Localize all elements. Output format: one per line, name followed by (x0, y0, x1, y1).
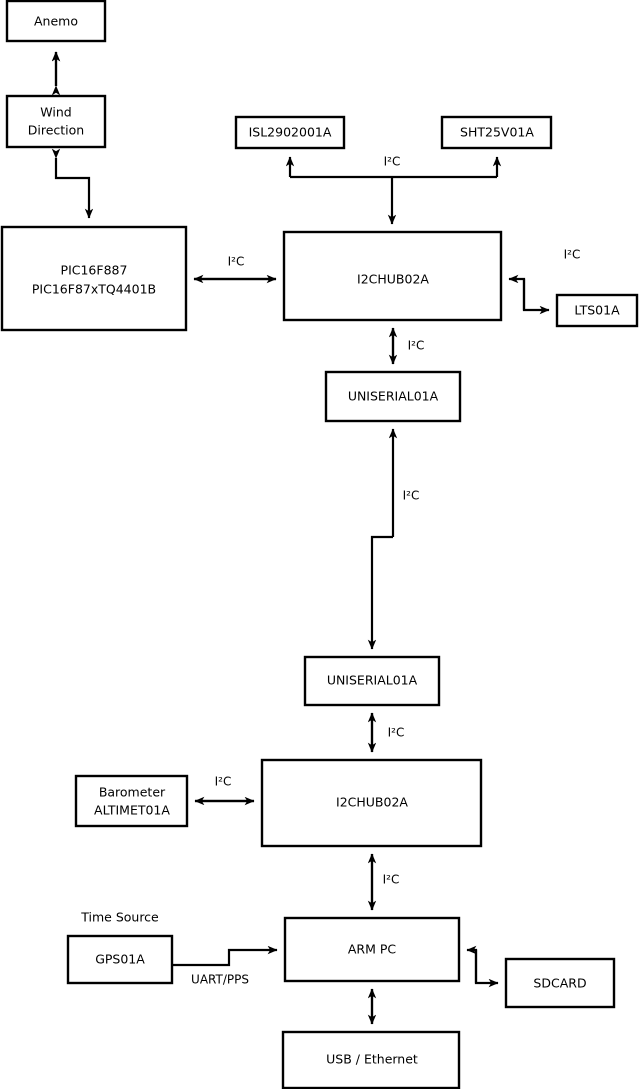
node-uniserial01a-lower-label: UNISERIAL01A (327, 673, 418, 688)
label-time-source: Time Source (80, 910, 159, 925)
node-wind-direction[interactable]: Wind Direction (5, 94, 107, 149)
node-i2chub02a-lower-label: I2CHUB02A (336, 795, 408, 810)
node-anemo-label: Anemo (34, 14, 78, 29)
edge-label-pic-hub: I²C (228, 255, 245, 269)
connection-lts-to-hub1 (508, 274, 526, 310)
node-pic-label-line1: PIC16F887 (61, 263, 128, 278)
connection-hub1-to-lts (522, 279, 550, 315)
edge-label-gps-arm: UART/PPS (191, 973, 249, 987)
node-sht25v01a-label: SHT25V01A (460, 125, 534, 140)
node-gps01a[interactable]: GPS01A (66, 934, 174, 985)
connection-wind-pic (51, 148, 94, 219)
connections-group (51, 51, 550, 1025)
edge-label-uni2-hub2: I²C (388, 726, 405, 740)
connection-gps-armpc (172, 945, 278, 967)
edge-label-hub-uni1: I²C (408, 339, 425, 353)
node-isl2902001a-label: ISL2902001A (249, 125, 332, 140)
connection-armpc-to-sdcard (474, 950, 499, 988)
connection-sdcard-to-armpc (466, 945, 478, 983)
node-pic-label-line2: PIC16F87xTQ4401B (32, 282, 156, 297)
node-usb-ethernet-label: USB / Ethernet (326, 1052, 418, 1067)
connection-uniserial-link (367, 535, 393, 650)
node-i2chub02a-upper[interactable]: I2CHUB02A (282, 230, 503, 322)
node-sdcard-label: SDCARD (533, 976, 586, 991)
edge-label-hub2-arm: I²C (383, 873, 400, 887)
node-sdcard[interactable]: SDCARD (504, 957, 616, 1009)
node-uniserial01a-upper-label: UNISERIAL01A (348, 389, 439, 404)
edge-label-bus-top: I²C (384, 155, 401, 169)
node-barometer-altimet01a[interactable]: Barometer ALTIMET01A (74, 774, 189, 828)
node-uniserial01a-upper[interactable]: UNISERIAL01A (324, 370, 462, 423)
node-wind-direction-label-line1: Wind (40, 105, 71, 120)
node-lts01a-label: LTS01A (574, 303, 620, 318)
edge-labels-group: I²C I²C I²C I²C I²C I²C I²C I²C UART/PPS (191, 155, 580, 987)
edge-label-baro-hub2: I²C (215, 775, 232, 789)
node-gps01a-label: GPS01A (95, 952, 145, 967)
node-usb-ethernet[interactable]: USB / Ethernet (281, 1030, 461, 1089)
edge-label-hub-lts: I²C (564, 248, 581, 262)
edge-label-uni-uni: I²C (403, 489, 420, 503)
node-isl2902001a[interactable]: ISL2902001A (234, 115, 346, 150)
node-arm-pc[interactable]: ARM PC (283, 916, 461, 983)
node-wind-direction-label-line2: Direction (28, 123, 84, 138)
node-anemo[interactable]: Anemo (5, 0, 107, 43)
free-labels-group: Time Source (80, 910, 159, 925)
node-arm-pc-label: ARM PC (348, 942, 397, 957)
node-i2chub02a-upper-label: I2CHUB02A (357, 272, 429, 287)
node-pic-microcontroller[interactable]: PIC16F887 PIC16F87xTQ4401B (0, 225, 188, 332)
node-uniserial01a-lower[interactable]: UNISERIAL01A (303, 655, 441, 707)
node-barometer-label-line2: ALTIMET01A (94, 803, 170, 818)
node-barometer-label-line1: Barometer (99, 785, 166, 800)
node-i2chub02a-lower[interactable]: I2CHUB02A (260, 758, 483, 848)
node-sht25v01a[interactable]: SHT25V01A (440, 115, 553, 150)
node-lts01a[interactable]: LTS01A (555, 293, 639, 328)
